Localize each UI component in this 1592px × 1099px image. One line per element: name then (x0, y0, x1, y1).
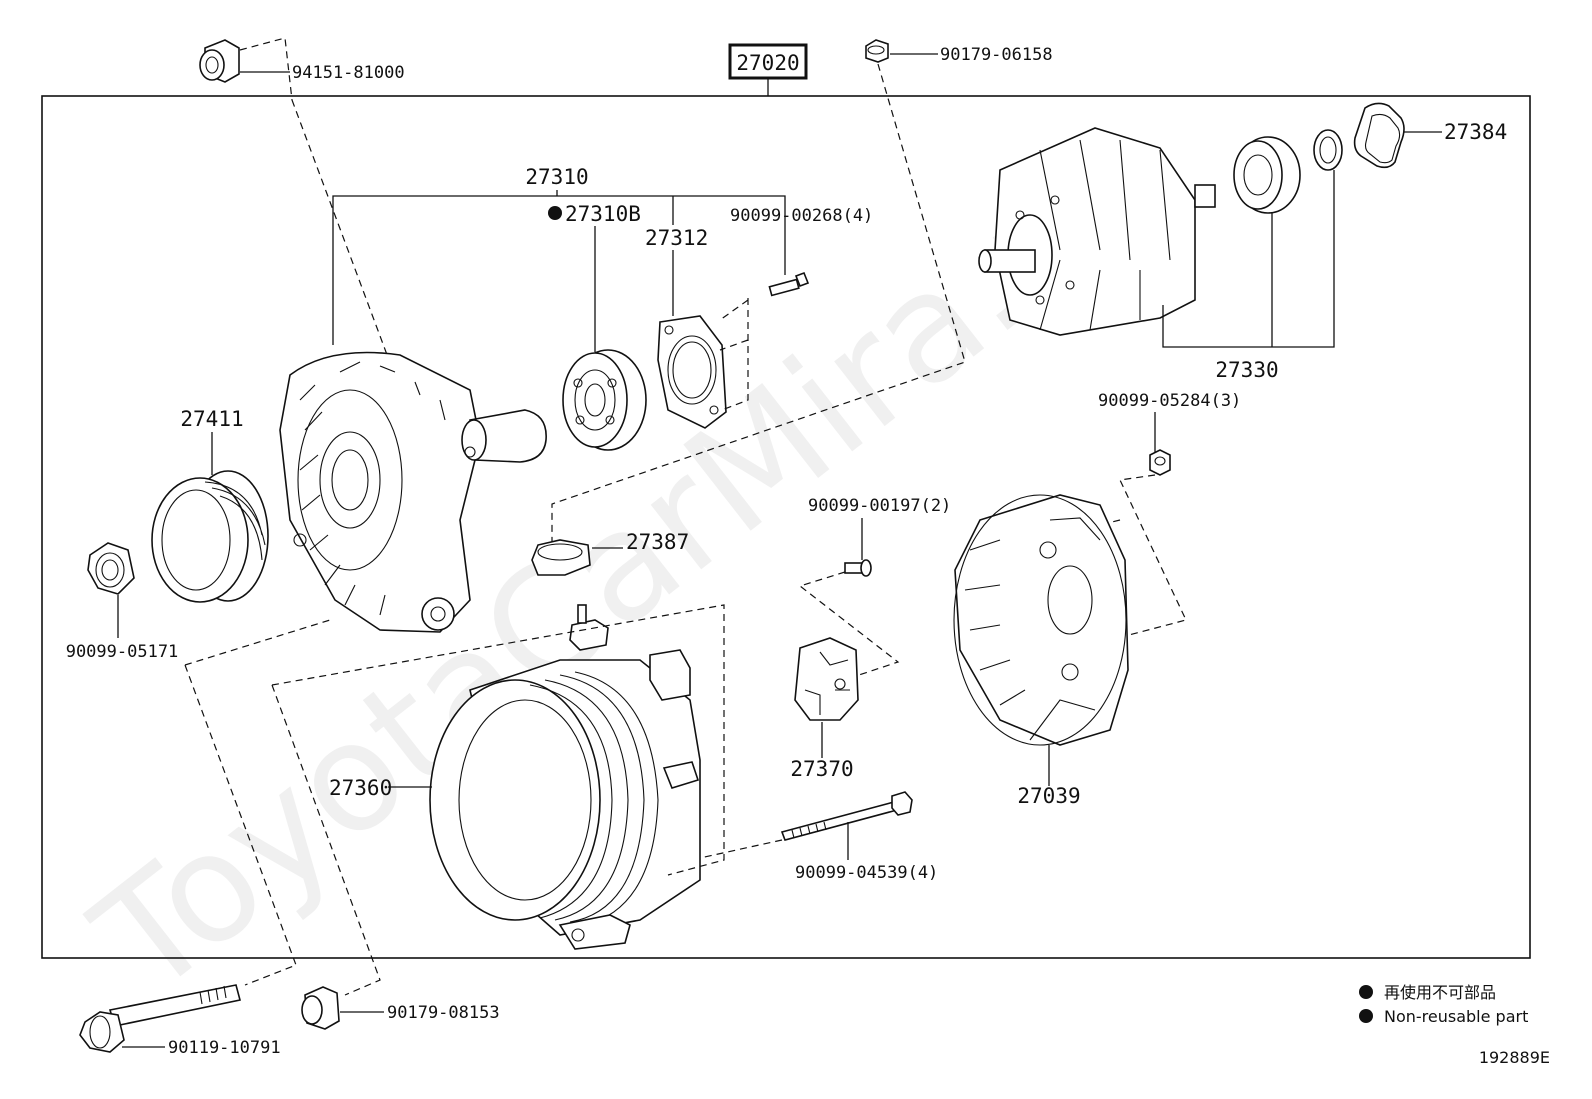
label-90099-05284: 90099-05284(3) (1098, 391, 1241, 411)
part-insulator-27387[interactable] (531, 539, 591, 576)
part-nut-90099-05171[interactable] (87, 542, 135, 595)
label-27312: 27312 (645, 226, 708, 250)
legend-english: Non-reusable part (1384, 1007, 1528, 1026)
figure-code: 192889E (1479, 1048, 1550, 1067)
assembly-number-box[interactable]: 27020 (728, 43, 808, 80)
label-27310b: 27310B (565, 202, 641, 226)
part-bearing-27310b[interactable] (562, 349, 647, 451)
part-90179-06158[interactable] (865, 39, 889, 63)
label-90099-05171: 90099-05171 (66, 642, 179, 662)
label-90119-10791: 90119-10791 (168, 1038, 281, 1058)
label-90099-00268: 90099-00268(4) (730, 206, 873, 226)
label-27411: 27411 (180, 407, 243, 431)
part-plate-27312[interactable] (657, 315, 727, 429)
part-bolt-90119-10791[interactable] (79, 984, 241, 1053)
label-90099-00197: 90099-00197(2) (808, 496, 951, 516)
part-rotor-bearing[interactable] (1233, 136, 1301, 214)
part-94151-81000[interactable] (199, 39, 240, 83)
part-27384[interactable] (1353, 102, 1405, 169)
label-27370: 27370 (790, 757, 853, 781)
label-90179-08153: 90179-08153 (387, 1003, 500, 1023)
label-94151-81000: 94151-81000 (292, 63, 405, 83)
legend-dot-en (1359, 1009, 1373, 1023)
legend-japanese: 再使用不可部品 (1384, 983, 1496, 1002)
part-cap-90179-08153[interactable] (301, 986, 340, 1030)
label-27360: 27360 (329, 776, 392, 800)
label-27039: 27039 (1017, 784, 1080, 808)
part-rotor-27330[interactable] (978, 127, 1216, 336)
label-27384: 27384 (1444, 120, 1507, 144)
part-bolt-90099-04539[interactable] (780, 791, 913, 841)
part-screw-90099-00268[interactable] (768, 271, 810, 297)
part-drive-end-frame[interactable] (279, 351, 547, 633)
part-rear-frame-27039[interactable] (953, 494, 1129, 746)
label-90099-04539: 90099-04539(4) (795, 863, 938, 883)
label-90179-06158: 90179-06158 (940, 45, 1053, 65)
part-pulley-27411[interactable] (151, 470, 269, 603)
part-stator-27360[interactable] (429, 604, 701, 950)
part-brush-holder-27370[interactable] (794, 637, 859, 721)
label-27310: 27310 (525, 165, 588, 189)
legend-dot-jp (1359, 985, 1373, 999)
legend: 再使用不可部品 Non-reusable part (1359, 983, 1528, 1026)
non-reusable-dot-27310b (548, 206, 562, 220)
label-27330: 27330 (1215, 358, 1278, 382)
assembly-frame (41, 95, 1531, 959)
part-rotor-ring[interactable] (1313, 129, 1343, 171)
label-27387: 27387 (626, 530, 689, 554)
part-nut-90099-05284[interactable] (1149, 449, 1171, 476)
part-screw-90099-00197[interactable] (844, 559, 872, 577)
assembly-number: 27020 (736, 51, 799, 75)
